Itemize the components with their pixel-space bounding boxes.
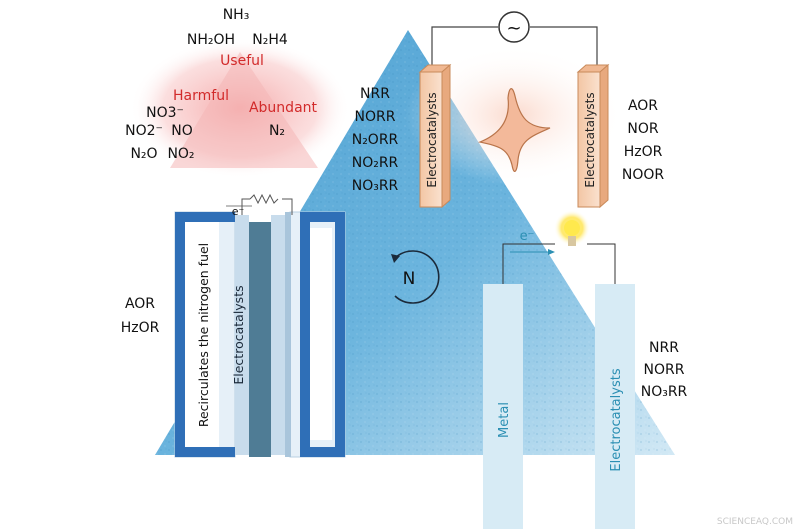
top-right-electrode: Electrocatalysts [576, 63, 610, 209]
top-right-reaction-2: NOR [627, 121, 658, 137]
top-right-reaction-3: HzOR [624, 144, 663, 160]
no2-species-label: NO₂ [167, 146, 194, 162]
top-electrolysis-cell: ~ Electrocatalysts Electrocatalysts NRR … [352, 11, 665, 209]
top-left-reaction-3: N₂ORR [352, 132, 399, 148]
no2-label: NO2⁻ [125, 123, 163, 139]
nitrogen-cycle-badge: N [391, 250, 440, 304]
left-flow-cell: e⁻ Recirculates the nitrogen fuel Electr… [121, 193, 346, 458]
n2-label: N₂ [269, 123, 285, 139]
right-cell-electrode-label: Electrocatalysts [609, 368, 624, 471]
harmful-label: Harmful [173, 88, 229, 104]
no3-label: NO3⁻ [146, 105, 184, 121]
top-left-reaction-5: NO₃RR [352, 178, 399, 194]
ac-symbol: ~ [506, 18, 521, 39]
watermark: SCIENCEAQ.COM [717, 517, 793, 527]
useful-label: Useful [220, 53, 264, 69]
top-right-reaction-4: NOOR [622, 167, 665, 183]
right-battery-cell: e⁻ Metal Electrocatalysts NRR NORR NO₃RR [483, 210, 688, 529]
right-cell-electron: e⁻ [520, 229, 535, 244]
nh2oh-label: NH₂OH [187, 32, 235, 48]
light-bulb-icon [554, 210, 590, 246]
n2o-label: N₂O [130, 146, 157, 162]
left-cell-electron: e⁻ [232, 205, 245, 218]
metal-electrode-label: Metal [497, 402, 512, 438]
left-cell-electrode-label: Electrocatalysts [231, 285, 246, 384]
nitrogen-symbol: N [403, 269, 416, 289]
ac-power-source: ~ [498, 11, 530, 43]
top-left-electrode-label: Electrocatalysts [425, 92, 439, 187]
top-left-electrode: Electrocatalysts [418, 63, 452, 209]
top-left-reaction-4: NO₂RR [352, 155, 399, 171]
top-right-electrode-label: Electrocatalysts [583, 92, 597, 187]
n2h4-label: N₂H4 [252, 32, 288, 48]
cyclic-voltammogram-icon [477, 88, 551, 173]
left-cell-reaction-1: AOR [125, 296, 155, 312]
recirculate-label: Recirculates the nitrogen fuel [196, 243, 211, 427]
abundant-label: Abundant [249, 100, 318, 116]
left-cell-reaction-2: HzOR [121, 320, 160, 336]
nh3-label: NH₃ [223, 7, 250, 23]
top-right-reaction-1: AOR [628, 98, 658, 114]
right-cell-reaction-3: NO₃RR [641, 384, 688, 400]
top-left-reaction-1: NRR [360, 86, 390, 102]
right-cell-reaction-1: NRR [649, 340, 679, 356]
right-cell-reaction-2: NORR [644, 362, 685, 378]
no-label: NO [171, 123, 193, 139]
nitrogen-species-triangle: NH₃ NH₂OH N₂H4 Useful Harmful Abundant N… [125, 7, 350, 178]
top-left-reaction-2: NORR [355, 109, 396, 125]
